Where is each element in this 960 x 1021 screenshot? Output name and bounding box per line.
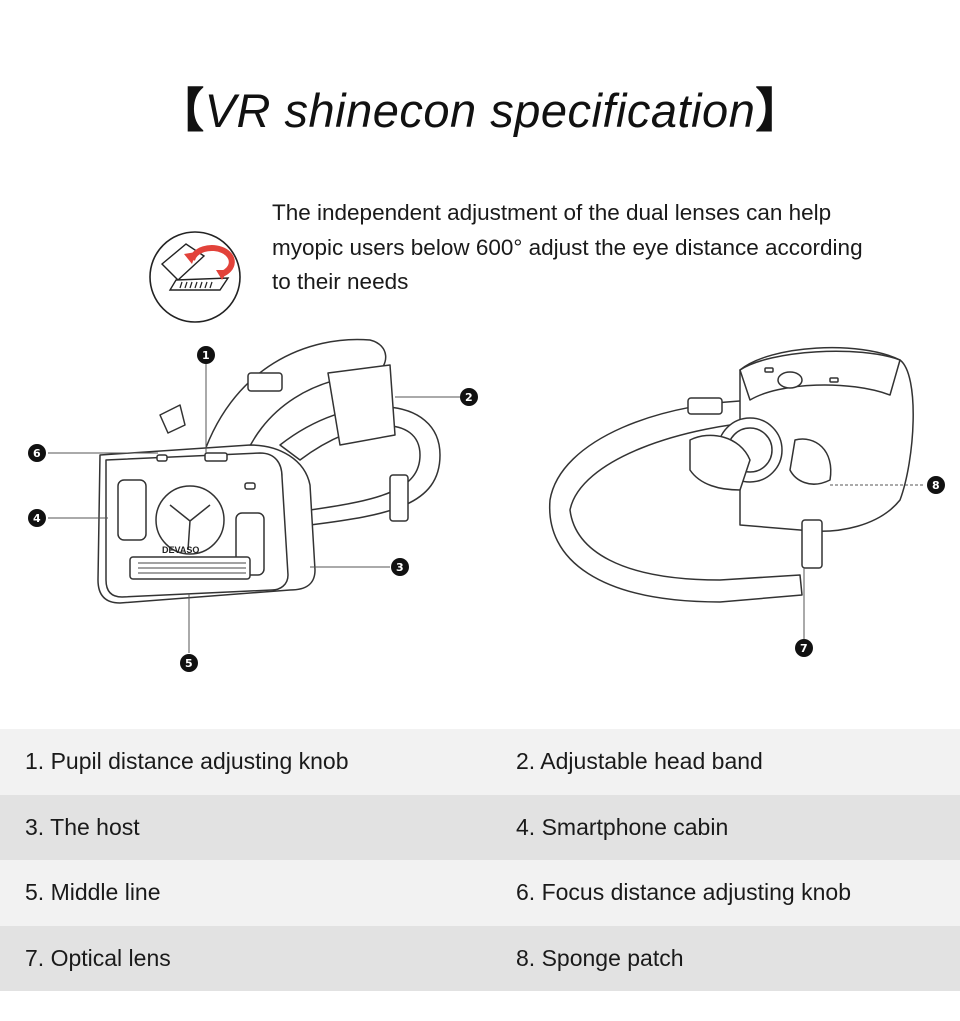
spec-row: 7. Optical lens 8. Sponge patch bbox=[0, 925, 960, 991]
headset-rear-illustration: 8 7 bbox=[549, 346, 945, 657]
spec-item-7: 7. Optical lens bbox=[25, 944, 171, 971]
callout-7: 7 bbox=[800, 642, 808, 655]
spec-item-8: 8. Sponge patch bbox=[516, 944, 684, 971]
callout-6: 6 bbox=[33, 447, 41, 460]
spec-item-5: 5. Middle line bbox=[25, 879, 161, 906]
description-line-2: myopic users below 600° adjust the eye d… bbox=[272, 234, 863, 260]
callout-1: 1 bbox=[202, 349, 210, 362]
spec-row: 3. The host 4. Smartphone cabin bbox=[0, 794, 960, 860]
callout-3: 3 bbox=[396, 561, 404, 574]
callout-8: 8 bbox=[932, 479, 940, 492]
spec-row: 5. Middle line 6. Focus distance adjusti… bbox=[0, 860, 960, 926]
product-label: DEVASO bbox=[162, 545, 199, 555]
spec-item-6: 6. Focus distance adjusting knob bbox=[516, 879, 851, 906]
spec-item-4: 4. Smartphone cabin bbox=[516, 813, 729, 840]
callout-5: 5 bbox=[185, 657, 193, 670]
description-line-3: to their needs bbox=[272, 269, 409, 294]
headset-front-illustration: DEVASO 1 2 3 4 5 6 bbox=[28, 338, 478, 672]
spec-item-2: 2. Adjustable head band bbox=[516, 748, 763, 775]
spec-item-1: 1. Pupil distance adjusting knob bbox=[25, 748, 349, 775]
description-line-1: The independent adjustment of the dual l… bbox=[272, 200, 832, 225]
title-text: VR shinecon specification bbox=[204, 84, 756, 137]
spec-table: 1. Pupil distance adjusting knob 2. Adju… bbox=[0, 729, 960, 991]
knob-rotation-icon bbox=[149, 231, 241, 323]
description: The independent adjustment of the dual l… bbox=[272, 196, 942, 300]
title-open-bracket: 【 bbox=[157, 84, 205, 137]
spec-row: 1. Pupil distance adjusting knob 2. Adju… bbox=[0, 729, 960, 795]
page-title: 【VR shinecon specification】 bbox=[0, 72, 960, 141]
callout-2: 2 bbox=[465, 391, 473, 404]
spec-item-3: 3. The host bbox=[25, 813, 140, 840]
title-close-bracket: 】 bbox=[755, 84, 803, 137]
callout-4: 4 bbox=[33, 512, 41, 525]
